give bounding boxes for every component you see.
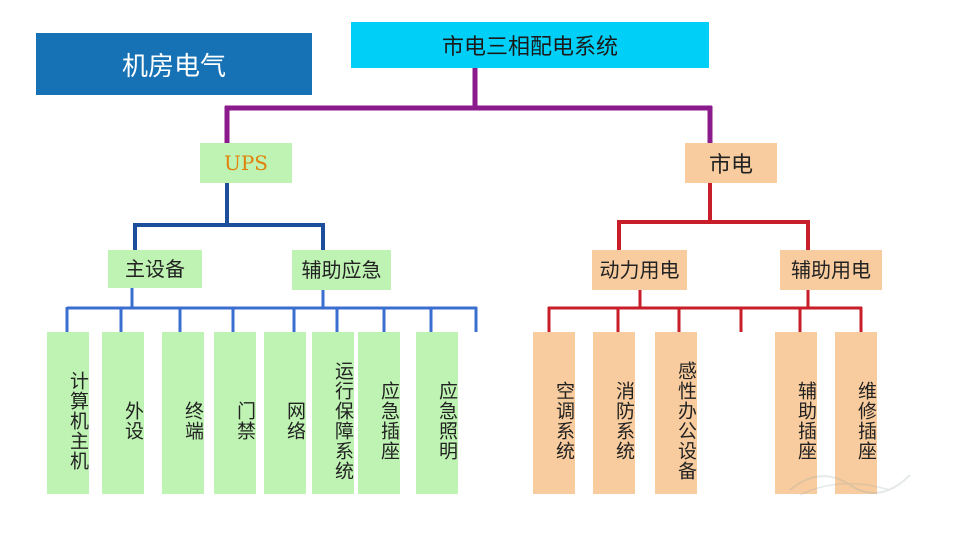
- node-grid: 市电: [685, 143, 777, 183]
- grid-leaf-bus: [547, 290, 863, 332]
- leaf-node: 感性办公设备: [655, 332, 697, 494]
- leaf-node: 维修插座: [835, 332, 877, 494]
- leaf-node: 运行保障系统: [312, 332, 354, 494]
- leaf-node: 终端: [162, 332, 204, 494]
- node-ups: UPS: [200, 143, 292, 183]
- node-power: 动力用电: [592, 250, 687, 290]
- leaf-node: 计算机主机: [47, 332, 89, 494]
- root-node: 市电三相配电系统: [351, 22, 709, 68]
- leaf-node: 空调系统: [533, 332, 575, 494]
- leaf-node: 消防系统: [593, 332, 635, 494]
- watermark-logo-icon: [789, 474, 911, 496]
- ups-leaf-bus: [65, 288, 478, 332]
- leaf-node: 门禁: [214, 332, 256, 494]
- leaf-node: 应急照明: [416, 332, 458, 494]
- page-title: 机房电气: [36, 33, 312, 95]
- leaf-node: 辅助插座: [775, 332, 817, 494]
- grid-connector: [617, 183, 810, 250]
- node-aux-emergency: 辅助应急: [292, 250, 391, 290]
- leaf-node: 应急插座: [358, 332, 400, 494]
- node-main-equipment: 主设备: [108, 250, 202, 288]
- leaf-node: 网络: [264, 332, 306, 494]
- root-connector: [224, 68, 713, 143]
- ups-connector: [133, 183, 325, 250]
- leaf-node: 外设: [102, 332, 144, 494]
- node-aux-power: 辅助用电: [780, 250, 882, 290]
